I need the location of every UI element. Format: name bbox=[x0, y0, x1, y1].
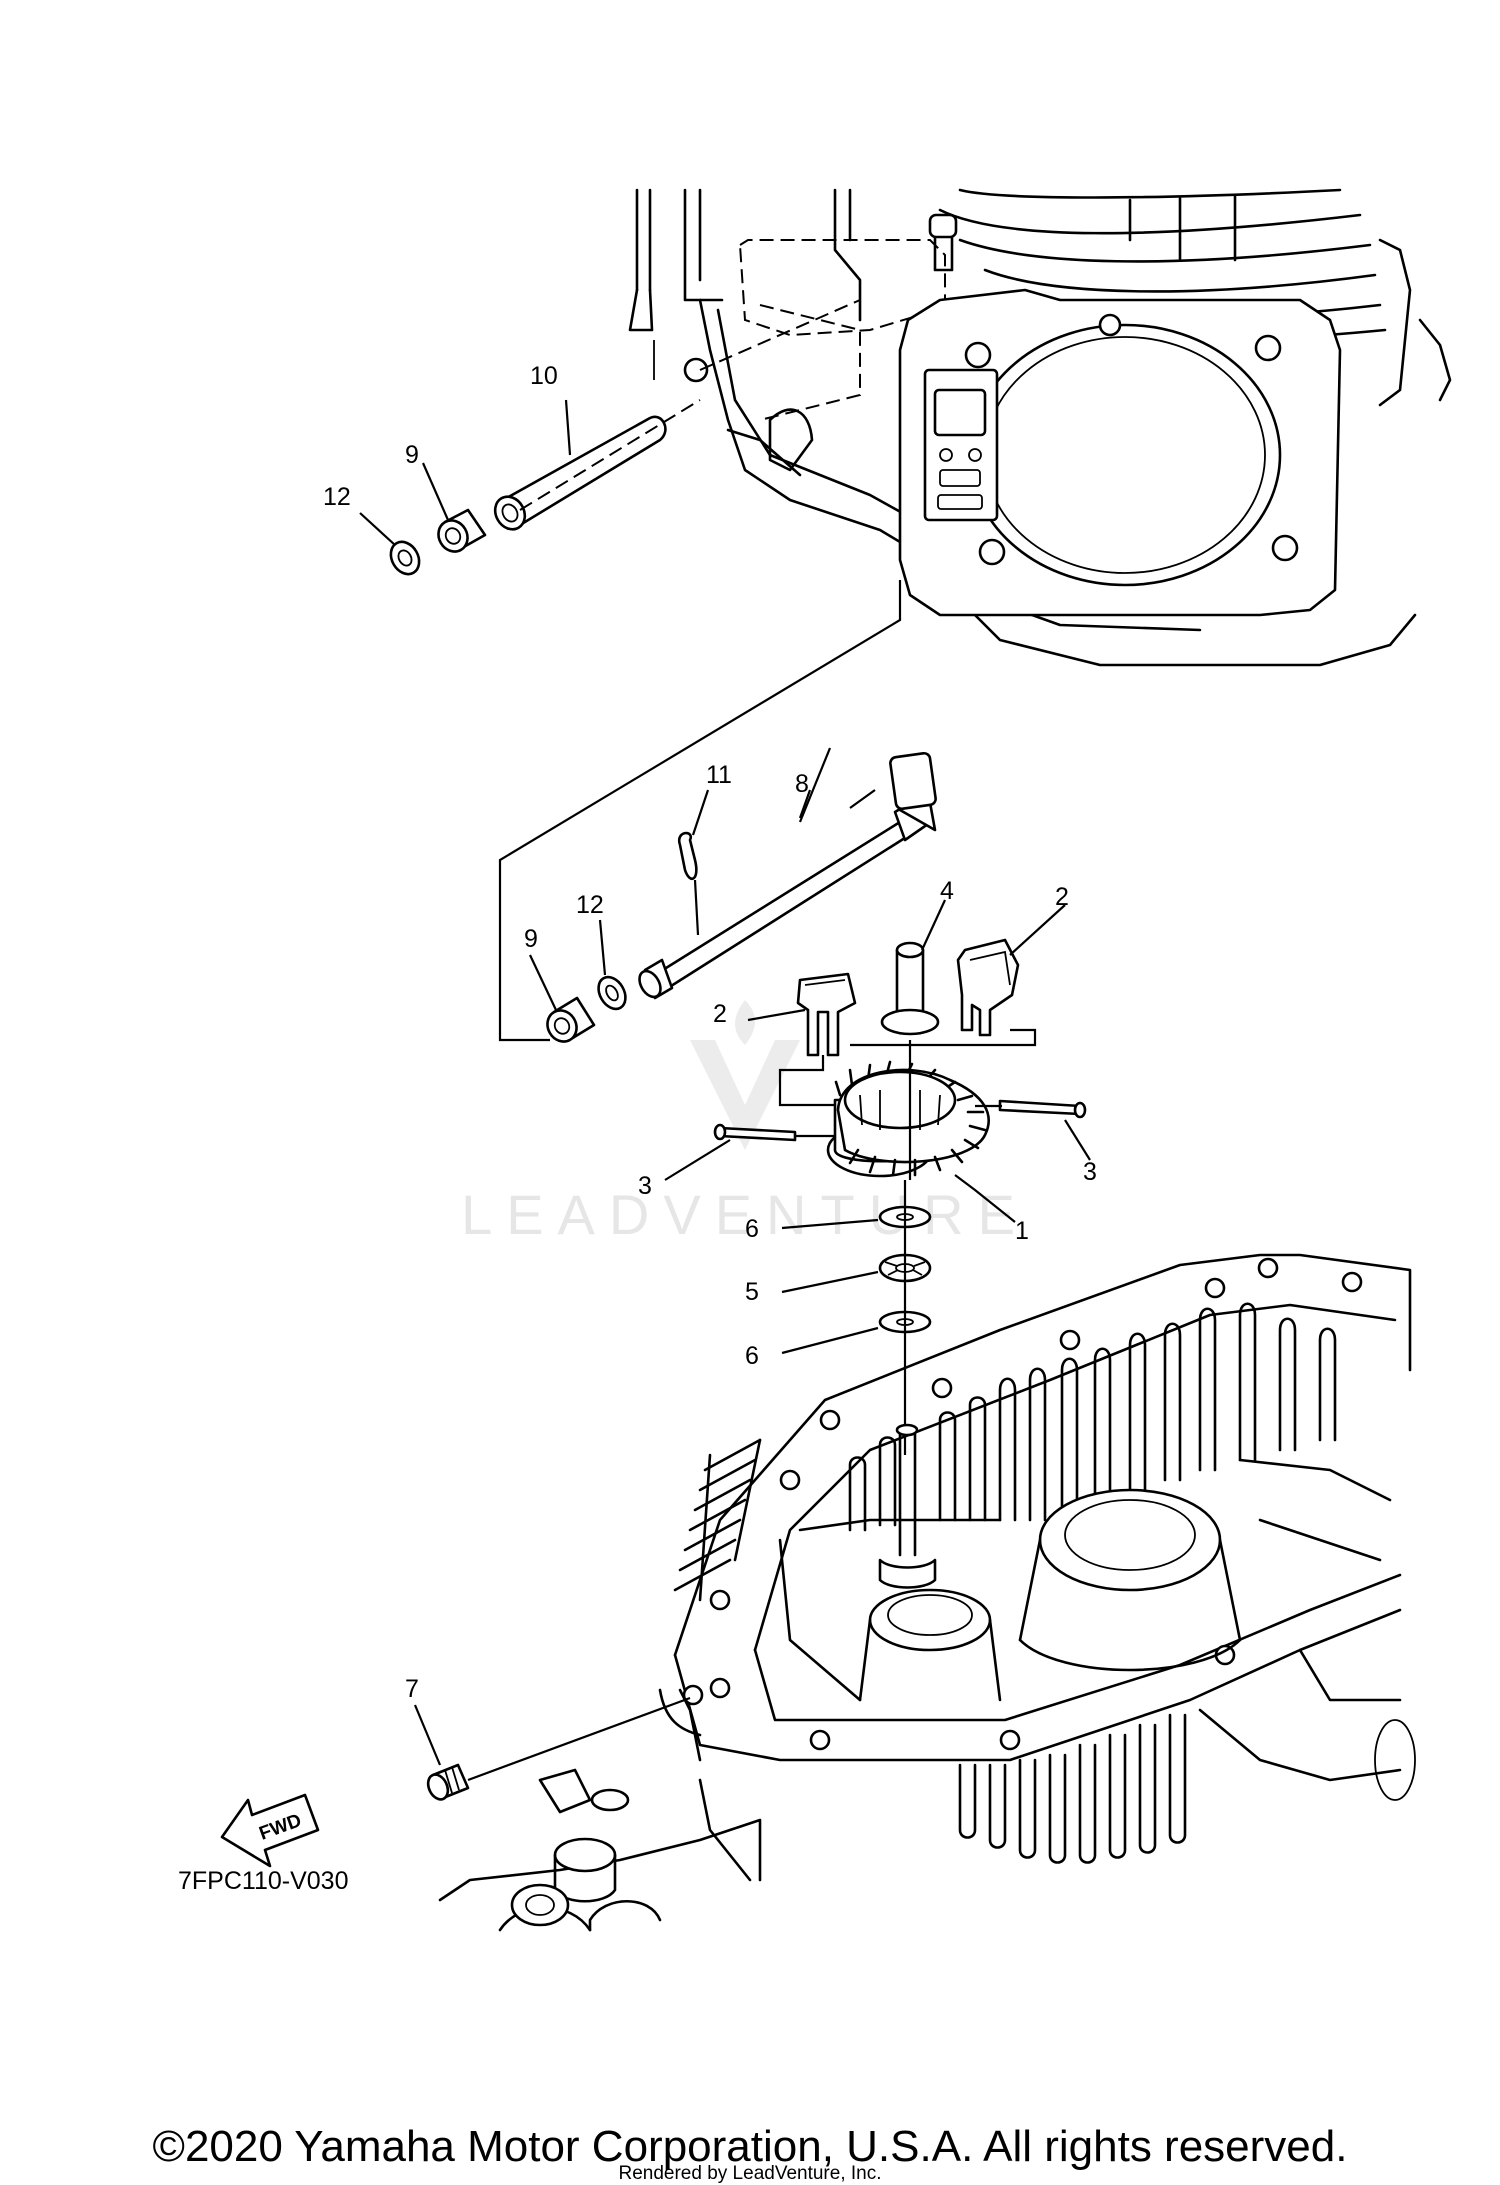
part-11-cotter-pin bbox=[677, 789, 710, 936]
callout-10: 10 bbox=[530, 362, 558, 390]
part-4-governor-pin bbox=[880, 899, 946, 1036]
cylinder-assembly bbox=[628, 188, 1452, 667]
callout-9-lower: 9 bbox=[524, 925, 538, 953]
part-12-washer-upper bbox=[359, 512, 421, 576]
callout-9-upper: 9 bbox=[405, 441, 419, 469]
part-7-plug bbox=[413, 1696, 691, 1801]
part-9-collar-upper bbox=[421, 462, 487, 553]
assembly-leader-line bbox=[498, 580, 902, 1042]
callout-12-lower: 12 bbox=[576, 891, 604, 919]
part-2-fork-right bbox=[850, 904, 1066, 1047]
callout-8: 8 bbox=[795, 770, 809, 798]
sleeve-axis-line bbox=[519, 399, 701, 511]
part-8-governor-shaft bbox=[638, 747, 937, 1000]
callout-6-lower: 6 bbox=[745, 1342, 759, 1370]
copyright-notice: ©2020 Yamaha Motor Corporation, U.S.A. A… bbox=[152, 2122, 1348, 2171]
callout-4: 4 bbox=[940, 877, 954, 905]
callout-1: 1 bbox=[1015, 1217, 1029, 1245]
part-12-washer-lower bbox=[597, 919, 627, 1011]
part-5-thrust-bearing bbox=[781, 1253, 932, 1294]
callout-2-left: 2 bbox=[713, 1000, 727, 1028]
callout-3-right: 3 bbox=[1083, 1158, 1097, 1186]
callout-12-upper: 12 bbox=[323, 483, 351, 511]
part-3-pin-right bbox=[975, 1099, 1091, 1161]
part-2-fork-left bbox=[747, 972, 860, 1107]
crankcase-assembly bbox=[438, 1253, 1416, 1932]
diagram-code: 7FPC110-V030 bbox=[178, 1867, 348, 1895]
fwd-arrow-icon: FWD bbox=[220, 1793, 320, 1868]
callout-2-right: 2 bbox=[1055, 883, 1069, 911]
part-3-pin-left bbox=[664, 1123, 835, 1181]
callout-6-upper: 6 bbox=[745, 1215, 759, 1243]
part-10-sleeve bbox=[493, 399, 667, 531]
callout-3-left: 3 bbox=[638, 1172, 652, 1200]
part-6-washer-lower bbox=[781, 1310, 932, 1355]
callout-5: 5 bbox=[745, 1278, 759, 1306]
rendered-by-notice: Rendered by LeadVenture, Inc. bbox=[618, 2163, 882, 2184]
part-1-governor-gear bbox=[826, 1040, 1016, 1223]
part-9-collar-lower bbox=[529, 954, 596, 1043]
callout-7: 7 bbox=[405, 1675, 419, 1703]
callout-11: 11 bbox=[706, 761, 732, 789]
